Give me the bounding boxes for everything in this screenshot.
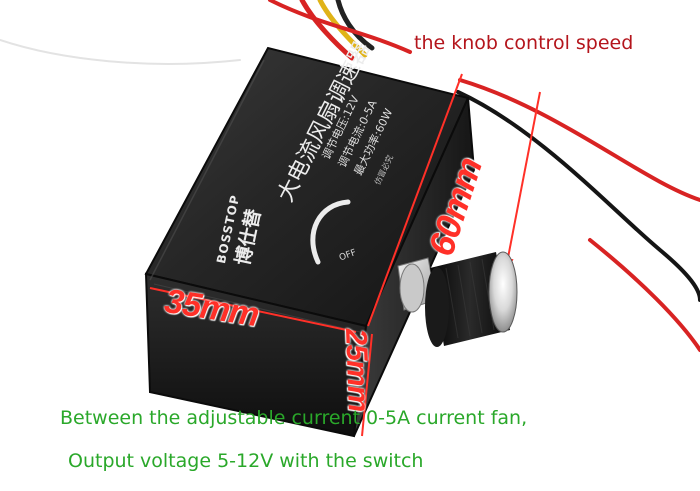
potentiometer-knob: [397, 251, 518, 347]
knob-caption: the knob control speed: [414, 32, 634, 54]
wire-bundle: [0, 0, 700, 352]
speed-scale-arc: [310, 199, 351, 265]
description-line-2: Output voltage 5-12V with the switch: [68, 450, 424, 472]
description-line-1: Between the adjustable current 0-5A curr…: [60, 407, 528, 429]
dimension-height-label: 25mm: [339, 328, 375, 412]
